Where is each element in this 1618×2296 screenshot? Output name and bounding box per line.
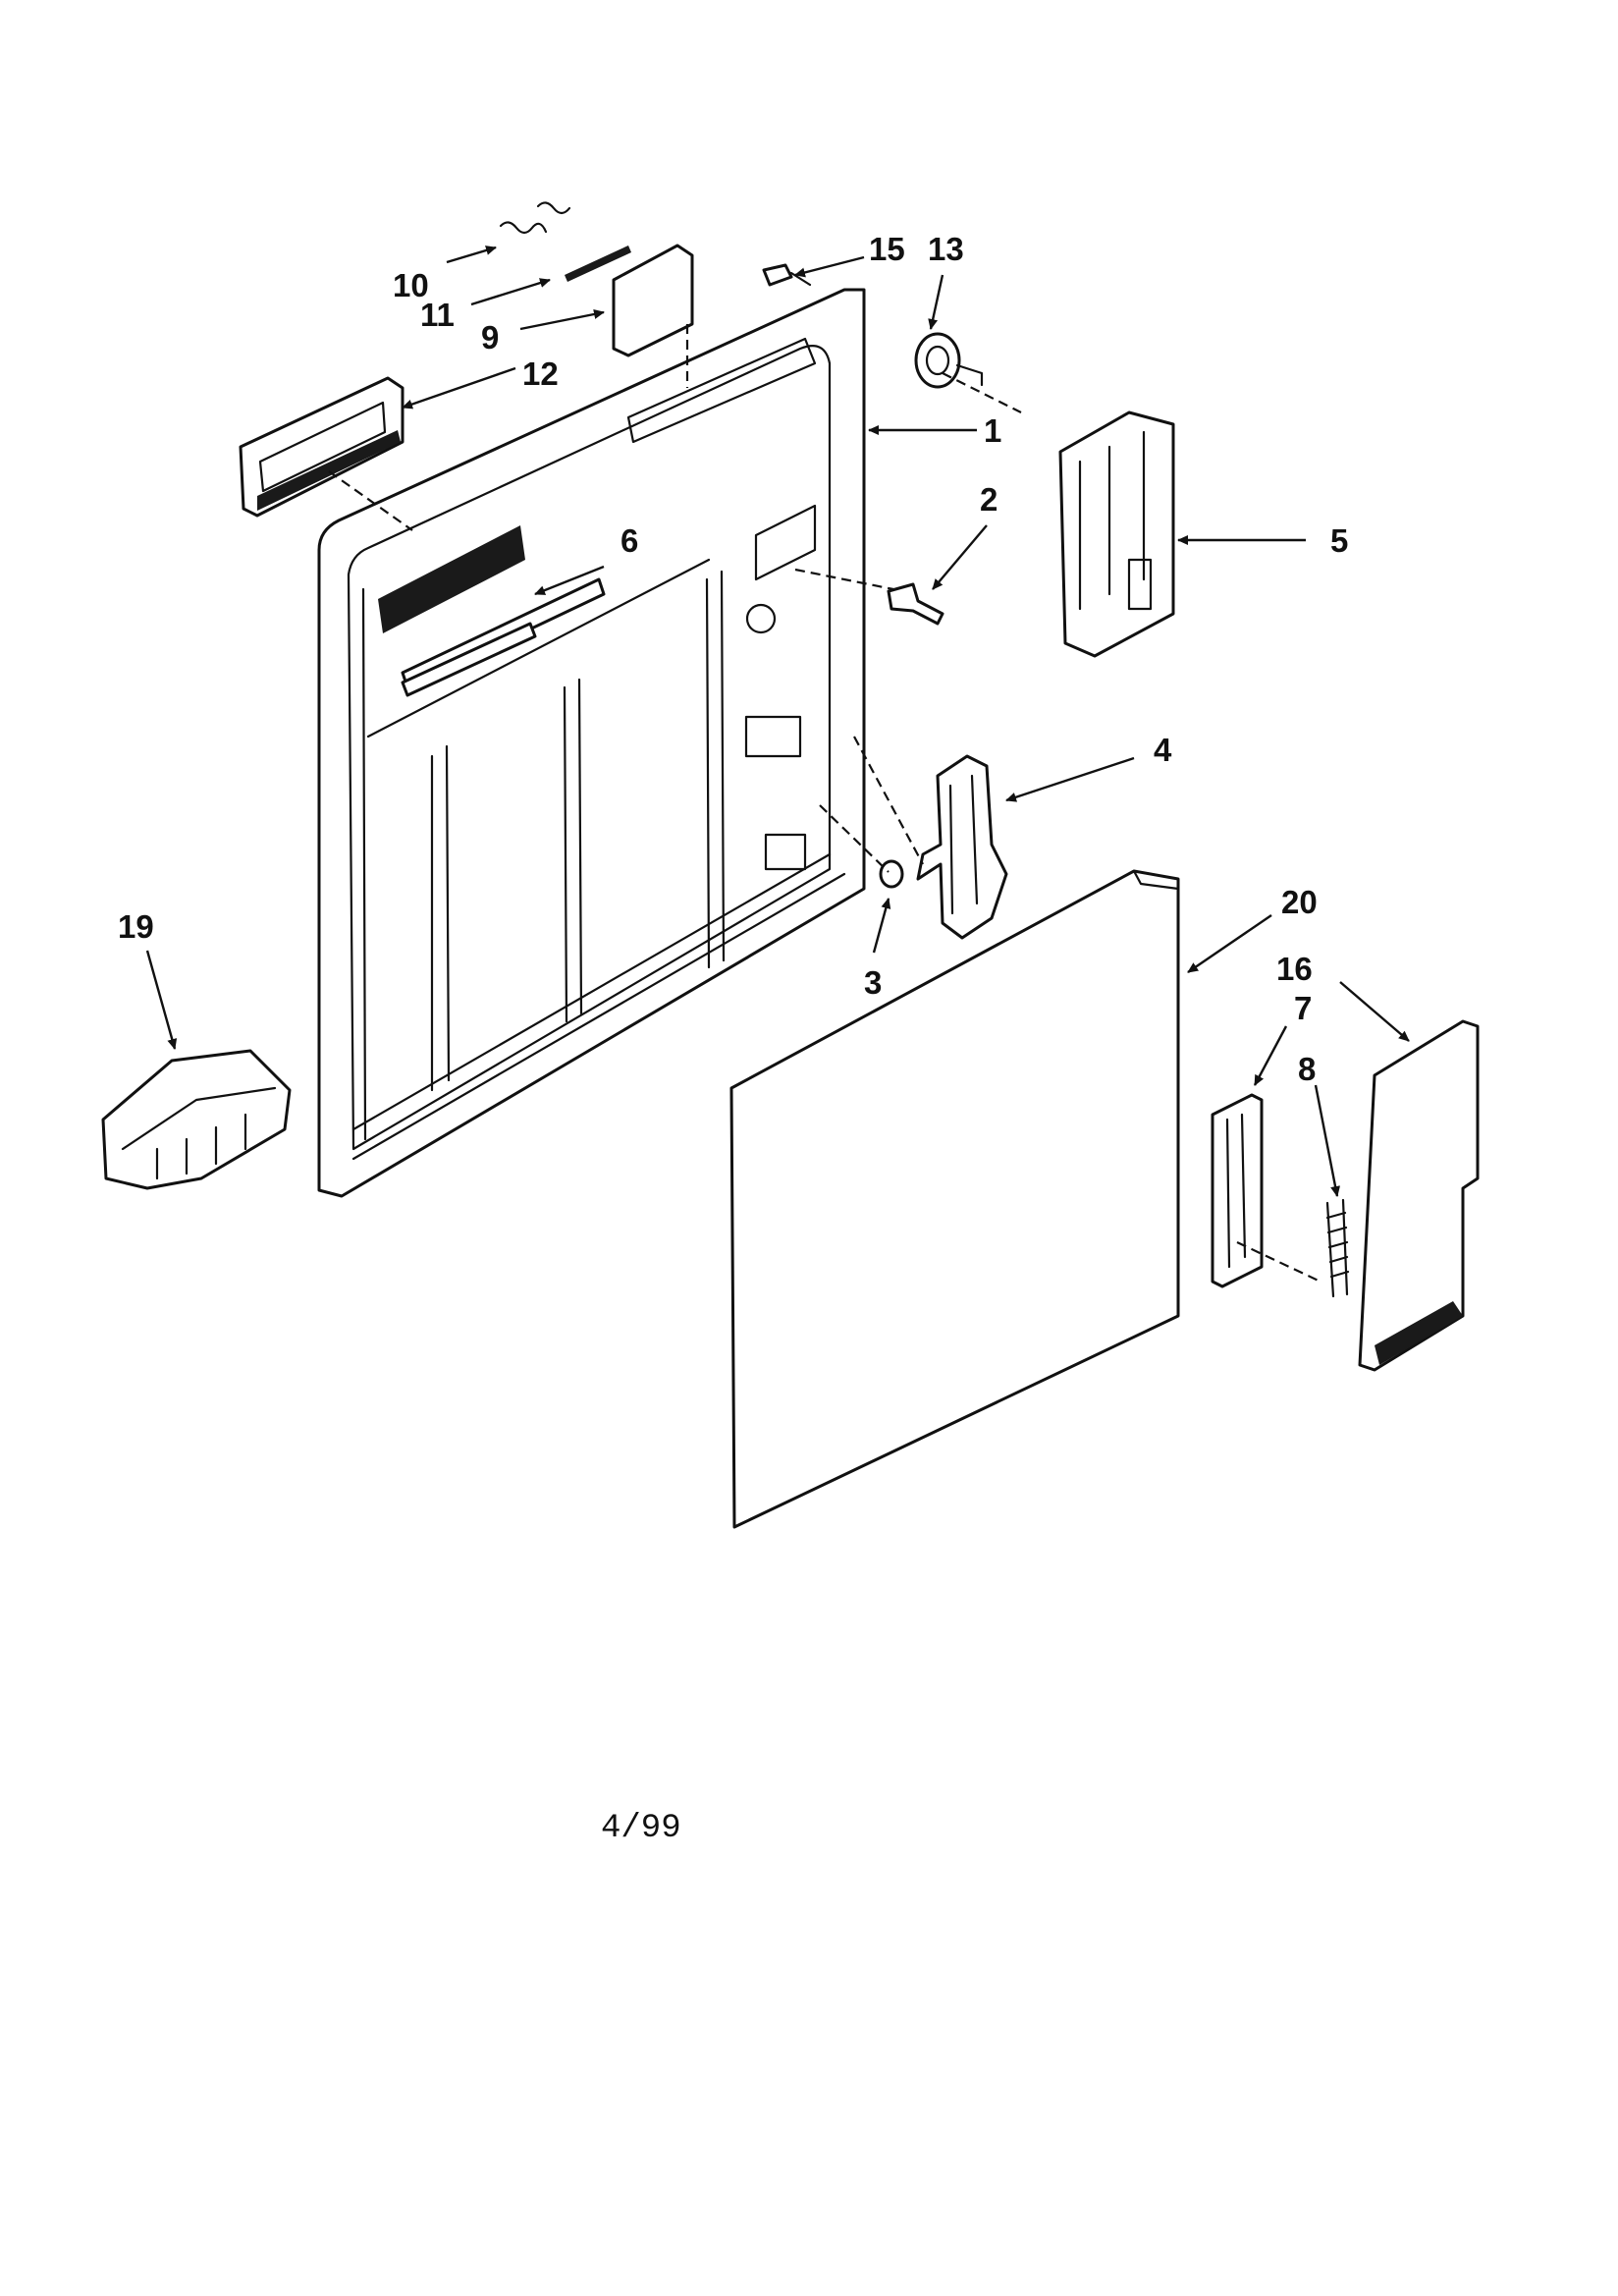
- nut-part: [879, 859, 904, 889]
- callout-10: 10: [393, 267, 429, 303]
- end-cap-part: [101, 1049, 292, 1190]
- callout-19: 19: [118, 908, 154, 945]
- callout-5: 5: [1330, 522, 1348, 559]
- side-panel-part: [1358, 1019, 1480, 1372]
- callout-15: 15: [869, 231, 905, 267]
- callout-4: 4: [1154, 732, 1172, 768]
- door-panel-part: [729, 869, 1180, 1529]
- screw-part: [762, 263, 812, 287]
- callout-20: 20: [1281, 884, 1318, 920]
- bar-part: [401, 622, 537, 697]
- callout-2: 2: [980, 481, 998, 518]
- callout-13: 13: [928, 231, 964, 267]
- callout-9: 9: [481, 319, 499, 355]
- callout-16: 16: [1276, 951, 1313, 987]
- callout-7: 7: [1294, 990, 1312, 1026]
- callout-6: 6: [620, 522, 638, 559]
- latch-housing-part: [1058, 410, 1175, 658]
- latch-bracket-part: [916, 754, 1008, 940]
- knob-part: [914, 332, 984, 389]
- cover-plate-part: [612, 244, 694, 357]
- leader-arrows: [145, 246, 1410, 1197]
- footer-date: 4/99: [601, 1810, 681, 1847]
- clip-part: [887, 582, 944, 626]
- spring-part: [499, 201, 571, 235]
- callout-labels: 10 11 9 12 15 13 1 2 5 6 4 3 20 16 7 8 1…: [118, 231, 1348, 1087]
- handle-part: [239, 376, 404, 518]
- assembly-lines: [328, 324, 1321, 1283]
- door-frame-part: [317, 288, 866, 1198]
- callout-1: 1: [984, 412, 1001, 449]
- callout-8: 8: [1298, 1051, 1316, 1087]
- callout-11: 11: [420, 297, 455, 333]
- rod-part: [565, 246, 631, 282]
- slide-part: [1211, 1093, 1264, 1288]
- tension-spring-part: [1325, 1198, 1350, 1298]
- callout-3: 3: [864, 964, 882, 1001]
- callout-12: 12: [522, 355, 559, 392]
